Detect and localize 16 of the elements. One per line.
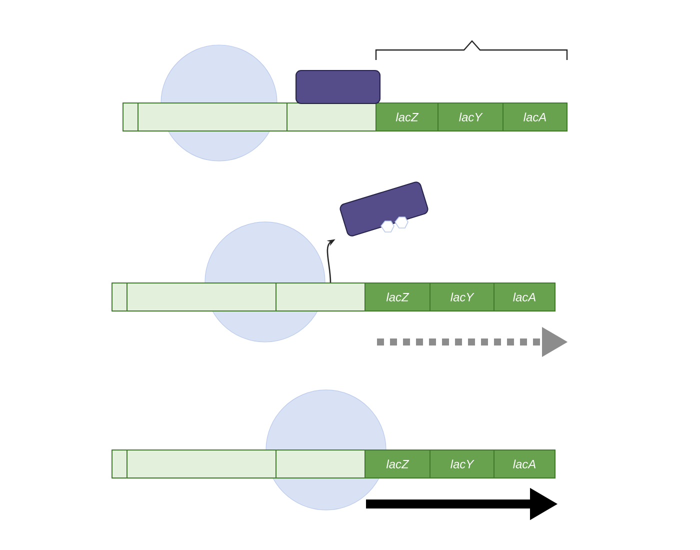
repressor-box [340, 182, 428, 236]
dna-segment [122, 102, 138, 132]
gene-segment: lacY [430, 449, 494, 478]
repressor-box [296, 70, 380, 104]
dna-segment [112, 449, 128, 478]
dna-segment [286, 102, 376, 132]
gene-segment: lacZ [364, 282, 430, 312]
dna-segment [276, 282, 366, 312]
gene-segment: lacA [494, 282, 556, 312]
gene-segment: lacY [430, 282, 494, 312]
gene-segment: lacA [494, 449, 556, 478]
gene-segment: lacA [502, 102, 568, 132]
dna-segment [112, 282, 128, 312]
gene-segment: lacZ [376, 102, 438, 132]
gene-segment: lacZ [364, 449, 430, 478]
gene-segment: lacY [438, 102, 504, 132]
